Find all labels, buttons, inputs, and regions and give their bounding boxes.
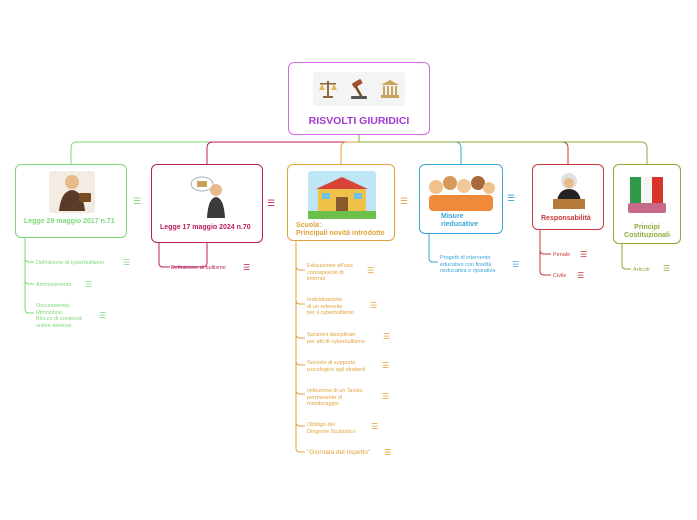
leaf-tavolo[interactable]: Istituzione di un Tavolo permanente di m…	[307, 388, 363, 407]
children-image	[426, 171, 496, 211]
scales-icon	[319, 81, 338, 98]
menu-icon[interactable]: ☰	[371, 422, 379, 431]
leaf-connector	[295, 241, 305, 305]
menu-icon[interactable]: ☰	[367, 266, 375, 275]
branch-legge-2024[interactable]: Legge 17 maggio 2024 n.70	[151, 164, 263, 243]
leaf-oscuramento[interactable]: Oscuramento, Rimozione, Blocco di conten…	[36, 303, 83, 329]
branch-title: Misure rieducative	[441, 213, 478, 228]
menu-icon[interactable]: ☰	[384, 448, 392, 457]
menu-icon[interactable]: ☰	[382, 392, 390, 401]
leaf-connector	[539, 230, 551, 276]
branch-title: Legge 17 maggio 2024 n.70	[160, 224, 251, 231]
leaf-articoli[interactable]: Articoli	[633, 267, 650, 273]
menu-icon[interactable]: ☰	[382, 361, 390, 370]
leaf-definizione-cyberbullismo[interactable]: Definizione di cyberbullismo	[36, 260, 105, 266]
branch-title: Legge 29 maggio 2017 n.71	[24, 218, 115, 225]
menu-icon[interactable]: ☰	[400, 196, 409, 206]
leaf-connector	[24, 238, 34, 314]
teacher-image	[188, 174, 230, 218]
leaf-connector	[24, 238, 34, 263]
branch-legge-2017[interactable]: Legge 29 maggio 2017 n.71	[15, 164, 127, 238]
leaf-civile[interactable]: Civile	[553, 273, 567, 279]
leaf-connector	[295, 241, 305, 271]
menu-icon[interactable]: ☰	[99, 311, 107, 320]
leaf-connector	[621, 244, 631, 270]
leaf-connector	[539, 230, 551, 255]
branch-connector	[340, 135, 360, 164]
branch-connector	[358, 135, 648, 164]
leaf-connector	[295, 241, 305, 339]
root-images	[313, 72, 405, 106]
menu-icon[interactable]: ☰	[383, 332, 391, 341]
leaf-connector	[295, 241, 305, 395]
menu-icon[interactable]: ☰	[133, 196, 142, 206]
menu-icon[interactable]: ☰	[507, 193, 516, 203]
branch-title: Principi Costituzionali	[624, 224, 670, 239]
leaf-supporto-psicologico[interactable]: Servizio di supporto psicologico agli st…	[307, 360, 366, 373]
menu-icon[interactable]: ☰	[243, 263, 251, 272]
lawyer-image	[49, 171, 95, 213]
leaf-connector	[158, 243, 170, 268]
gavel-icon	[350, 79, 367, 99]
judge-image	[549, 171, 589, 211]
menu-icon[interactable]: ☰	[512, 260, 520, 269]
leaf-connector	[428, 234, 438, 263]
leaf-dirigente[interactable]: Obbligo del Dirigente Scolastico	[307, 422, 356, 435]
menu-icon[interactable]: ☰	[85, 280, 93, 289]
branch-misure-rieducative[interactable]: Misure rieducative	[419, 164, 503, 234]
leaf-giornata-rispetto[interactable]: "Giornata del rispetto"	[307, 449, 371, 456]
branch-responsabilita[interactable]: Responsabilità	[532, 164, 604, 230]
menu-icon[interactable]: ☰	[370, 301, 378, 310]
root-title: RISVOLTI GIURIDICI	[308, 115, 410, 127]
leaf-sanzioni[interactable]: Sanzioni disciplinari per atti di cyberb…	[307, 332, 365, 345]
leaf-penale[interactable]: Penale	[553, 252, 571, 258]
branch-connector	[358, 135, 569, 164]
branch-title: Responsabilità	[541, 215, 591, 222]
menu-icon[interactable]: ☰	[267, 198, 276, 208]
branch-connector	[358, 135, 462, 164]
leaf-connector	[172, 243, 208, 268]
root-node[interactable]: RISVOLTI GIURIDICI	[288, 62, 430, 135]
leaf-referente[interactable]: Individuazione di un referente per il cy…	[307, 297, 355, 316]
leaf-connector	[295, 241, 305, 453]
courthouse-icon	[380, 80, 399, 98]
leaf-definizione-bullismo[interactable]: Definizione di bullismo	[171, 265, 226, 271]
branch-scuola[interactable]: Scuola: Principali novità introdotte	[287, 164, 395, 241]
branch-title: Scuola: Principali novità introdotte	[296, 222, 385, 237]
menu-icon[interactable]: ☰	[123, 258, 131, 267]
branch-connector	[70, 135, 360, 164]
italy-flag-image	[626, 173, 668, 215]
menu-icon[interactable]: ☰	[577, 271, 585, 280]
leaf-progetti-intervento[interactable]: Progetti di intervento educativo con fin…	[440, 255, 496, 274]
branch-connector	[206, 135, 360, 164]
menu-icon[interactable]: ☰	[580, 250, 588, 259]
school-image	[308, 171, 376, 219]
leaf-educazione-internet[interactable]: Educazione all'uso consapevole di intern…	[307, 263, 353, 282]
branch-principi-costituzionali[interactable]: Principi Costituzionali	[613, 164, 681, 244]
menu-icon[interactable]: ☰	[663, 264, 671, 273]
leaf-ammonimento[interactable]: Ammonimento	[36, 282, 72, 288]
